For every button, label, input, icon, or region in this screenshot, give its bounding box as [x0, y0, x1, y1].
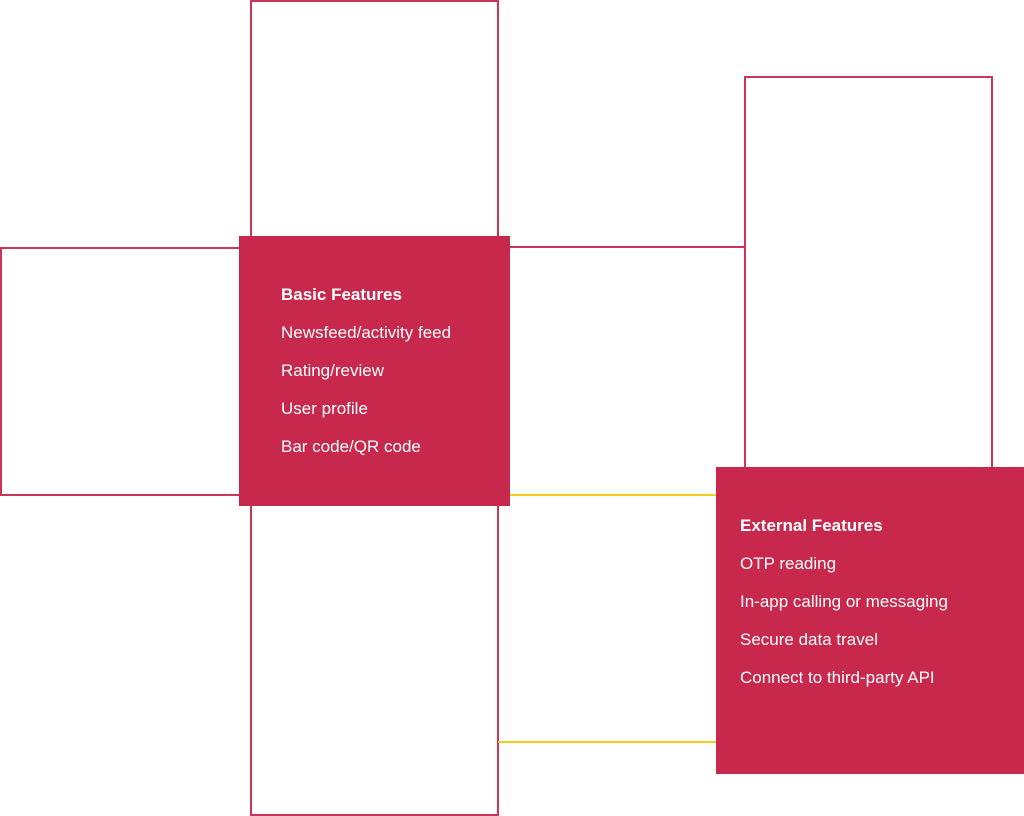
basic-feature-item: Rating/review [281, 361, 384, 380]
basic-feature-item: Bar code/QR code [281, 437, 421, 456]
external-feature-item: Connect to third-party API [740, 668, 935, 687]
right-outline-rect [744, 76, 993, 472]
left-outline-rect [0, 247, 250, 496]
basic-feature-item: Newsfeed/activity feed [281, 323, 452, 342]
basic-features-box: Basic Features Newsfeed/activity feed Ra… [239, 236, 510, 506]
basic-feature-item: User profile [281, 399, 368, 418]
connector-line-middle-yellow [510, 494, 716, 496]
external-feature-item: Secure data travel [740, 630, 878, 649]
bottom-outline-rect [250, 495, 499, 816]
connector-line-top [499, 246, 745, 248]
external-features-box: External Features OTP reading In-app cal… [716, 467, 1024, 774]
top-outline-rect [250, 0, 499, 248]
connector-line-bottom-yellow [498, 741, 716, 743]
external-features-title: External Features [740, 516, 883, 535]
external-feature-item: In-app calling or messaging [740, 592, 948, 611]
external-feature-item: OTP reading [740, 554, 837, 573]
basic-features-title: Basic Features [281, 285, 402, 304]
